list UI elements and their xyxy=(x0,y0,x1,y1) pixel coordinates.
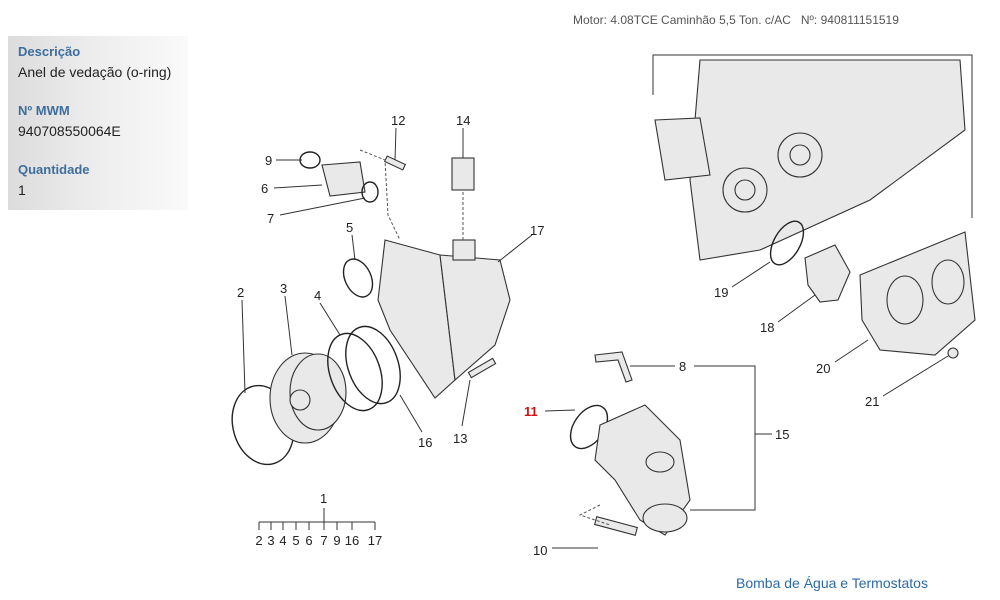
callouts: 12 14 9 6 7 5 17 2 3 4 16 13 8 11 15 10 … xyxy=(237,113,879,558)
description-value: Anel de vedação (o-ring) xyxy=(18,64,172,80)
group-item-6[interactable]: 6 xyxy=(305,533,312,548)
outlet-housing-drawing xyxy=(569,351,691,536)
callout-3[interactable]: 3 xyxy=(280,281,287,296)
callout-21[interactable]: 21 xyxy=(865,394,879,409)
callout-14[interactable]: 14 xyxy=(456,113,470,128)
callout-7[interactable]: 7 xyxy=(267,211,274,226)
callout-13[interactable]: 13 xyxy=(453,431,467,446)
quantity-value: 1 xyxy=(18,182,26,198)
callout-9[interactable]: 9 xyxy=(265,153,272,168)
section-link-water-pump-thermostats[interactable]: Bomba de Água e Termostatos xyxy=(736,575,928,591)
group-item-3[interactable]: 3 xyxy=(267,533,274,548)
callout-1[interactable]: 1 xyxy=(320,491,327,506)
part-number-value: 940708550064E xyxy=(18,123,121,139)
callout-18[interactable]: 18 xyxy=(760,320,774,335)
group-item-5[interactable]: 5 xyxy=(292,533,299,548)
callout-12[interactable]: 12 xyxy=(391,113,405,128)
group-item-17[interactable]: 17 xyxy=(368,533,382,548)
callout-4[interactable]: 4 xyxy=(314,288,321,303)
part-info-panel: Descrição Anel de vedação (o-ring) Nº MW… xyxy=(8,36,188,210)
thermostat-housing-drawing xyxy=(652,54,976,359)
callout-6[interactable]: 6 xyxy=(261,181,268,196)
leader-lines xyxy=(241,127,949,549)
callout-8[interactable]: 8 xyxy=(679,359,686,374)
water-pump-drawing xyxy=(231,149,511,466)
part-number-label: Nº MWM xyxy=(18,103,70,118)
group-item-9[interactable]: 9 xyxy=(333,533,340,548)
group-item-4[interactable]: 4 xyxy=(279,533,286,548)
group-bracket xyxy=(258,508,376,530)
group-item-7[interactable]: 7 xyxy=(320,533,327,548)
callout-11[interactable]: 11 xyxy=(524,404,538,419)
motor-header: Motor: 4.08TCE Caminhão 5,5 Ton. c/AC Nº… xyxy=(573,13,899,27)
description-label: Descrição xyxy=(18,44,81,59)
callout-17[interactable]: 17 xyxy=(530,223,544,238)
callout-19[interactable]: 19 xyxy=(714,285,728,300)
quantity-label: Quantidade xyxy=(18,162,90,177)
callout-15[interactable]: 15 xyxy=(775,427,789,442)
group-item-16[interactable]: 16 xyxy=(345,533,359,548)
callout-20[interactable]: 20 xyxy=(816,361,830,376)
callout-2[interactable]: 2 xyxy=(237,285,244,300)
callout-16[interactable]: 16 xyxy=(418,435,432,450)
group-item-2[interactable]: 2 xyxy=(255,533,262,548)
callout-10[interactable]: 10 xyxy=(533,543,547,558)
callout-5[interactable]: 5 xyxy=(346,220,353,235)
